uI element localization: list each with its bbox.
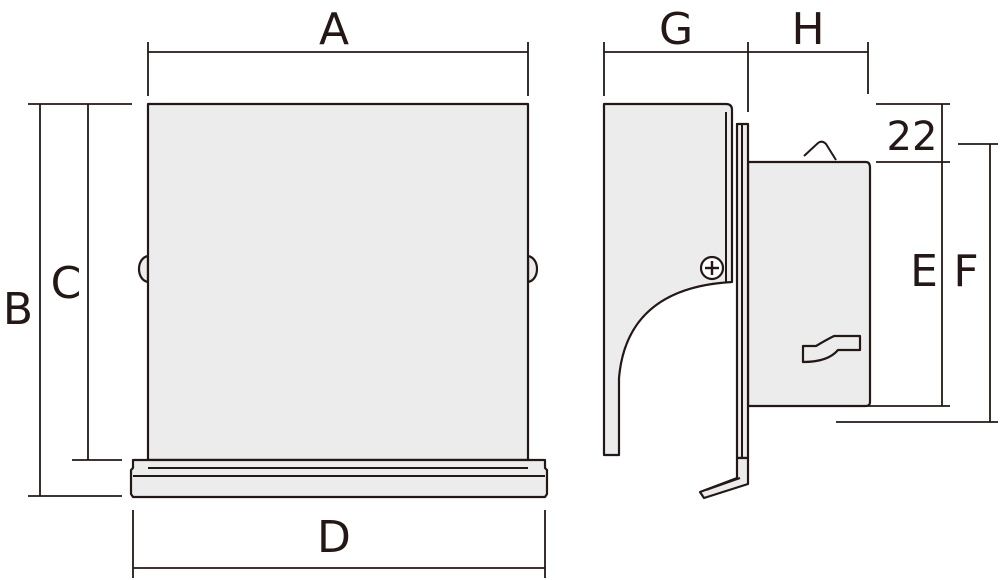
right-knob <box>526 254 539 284</box>
cover-body <box>146 102 530 462</box>
dimension-h: H <box>748 4 869 94</box>
label-e: E <box>910 246 938 297</box>
label-c: C <box>51 258 82 309</box>
duct-projection <box>746 160 872 408</box>
base-flange <box>129 458 549 499</box>
dimension-f: F <box>836 143 998 423</box>
top-hook <box>803 140 837 161</box>
label-22: 22 <box>887 114 938 160</box>
dimension-c: C <box>51 104 122 461</box>
dimension-a: A <box>147 4 529 96</box>
left-knob <box>137 254 150 284</box>
front-view <box>129 102 549 499</box>
label-f: F <box>953 246 978 297</box>
dimension-22: 22 <box>876 103 950 163</box>
dimension-b: B <box>3 103 132 497</box>
dimension-g: G <box>603 4 749 112</box>
dimension-e: E <box>846 162 950 407</box>
dimension-d: D <box>132 510 546 578</box>
lower-flap <box>698 456 750 500</box>
label-h: H <box>791 4 824 55</box>
side-clip <box>801 334 862 364</box>
label-b: B <box>3 284 33 335</box>
label-d: D <box>317 512 351 563</box>
label-g: G <box>659 4 693 55</box>
label-a: A <box>319 4 349 55</box>
screw-icon <box>699 255 725 281</box>
side-view <box>602 102 872 500</box>
hood-profile <box>602 102 734 457</box>
